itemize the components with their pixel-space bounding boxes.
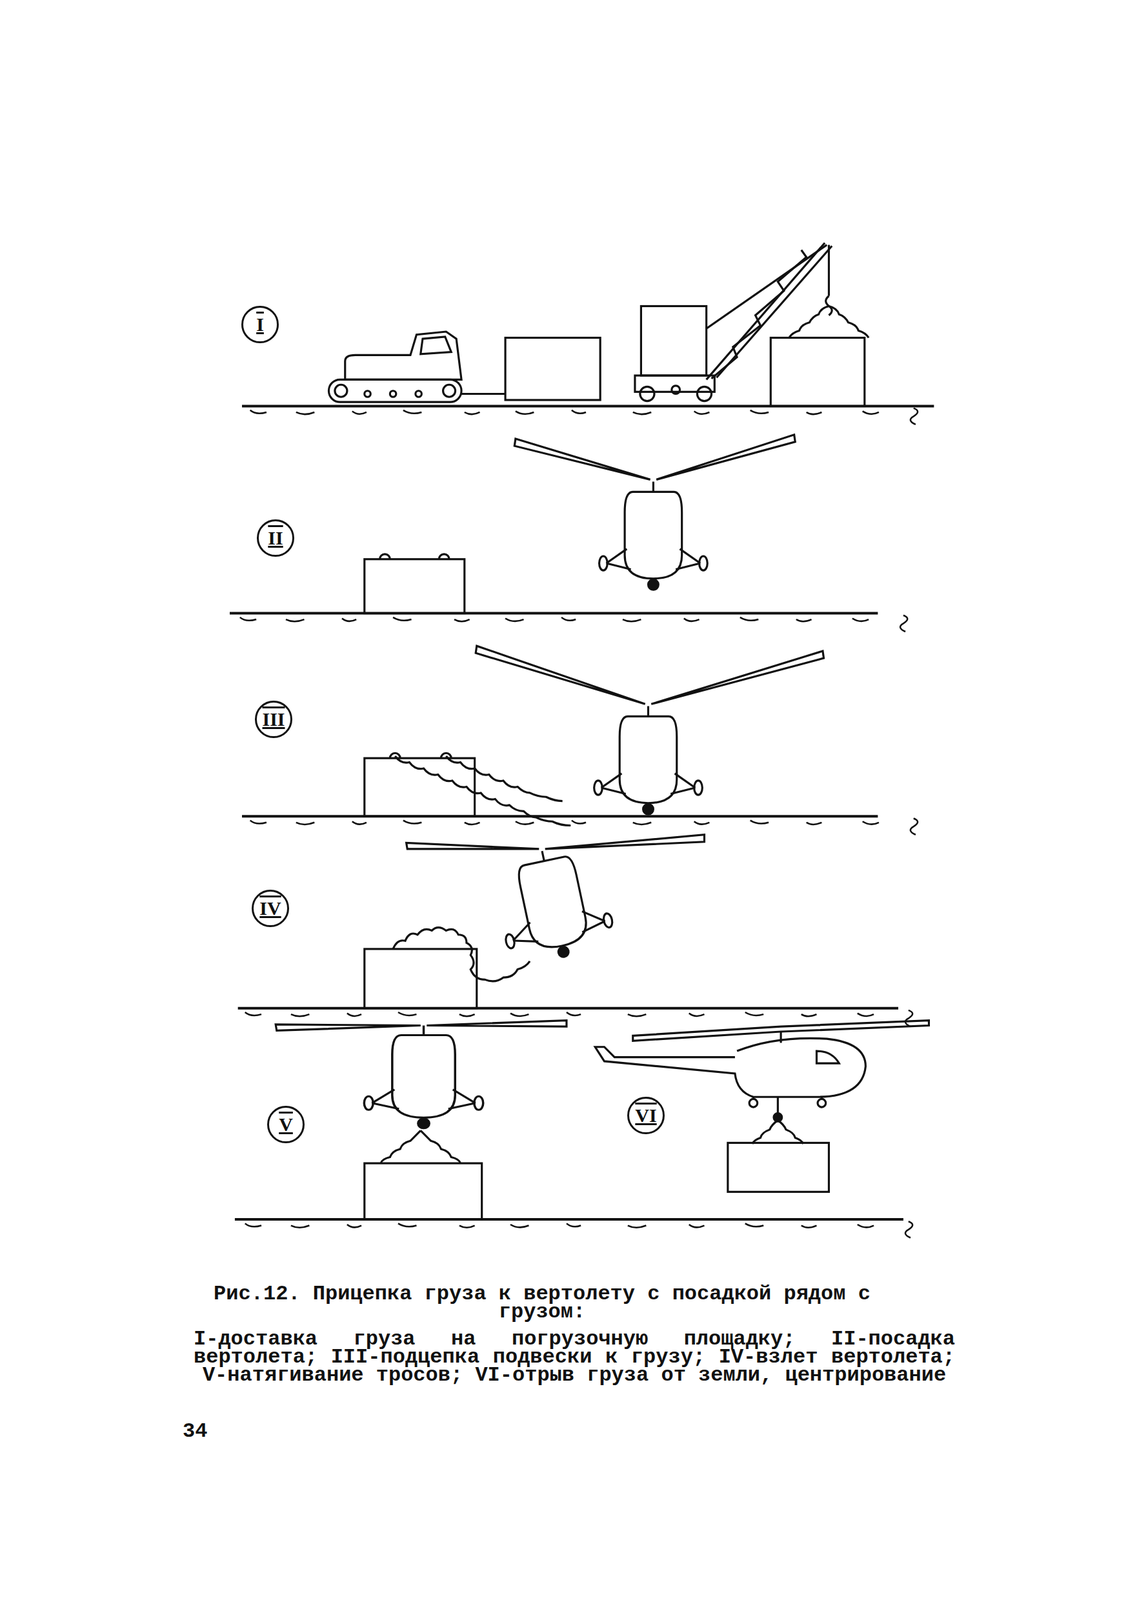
panel-number: III xyxy=(261,709,285,730)
panel-number-circle: III xyxy=(254,700,293,739)
figure-caption-block: Рис.12. Прицепка груза к вертолету с пос… xyxy=(193,1285,891,1322)
figure-caption: Рис.12. Прицепка груза к вертолету с пос… xyxy=(213,1282,871,1325)
panel-number: V xyxy=(278,1115,293,1135)
panel-number: VI xyxy=(634,1106,657,1126)
panel-number-circle: II xyxy=(256,519,295,557)
caption-key: I-доставка груза на погрузочную площадку… xyxy=(193,1327,956,1388)
panel-number-circle: I xyxy=(241,305,279,344)
panel-number: IV xyxy=(259,898,281,919)
panel-number-circle: V xyxy=(267,1106,305,1144)
panel-number-circle: IV xyxy=(251,889,290,928)
page-number-block: 34 xyxy=(182,1422,208,1441)
page-number: 34 xyxy=(182,1419,208,1444)
caption-key-block: I-доставка груза на погрузочную площадку… xyxy=(193,1330,956,1385)
panel-number: II xyxy=(267,528,283,548)
panel-number: I xyxy=(256,314,264,335)
panel-number-circle: VI xyxy=(627,1097,665,1135)
